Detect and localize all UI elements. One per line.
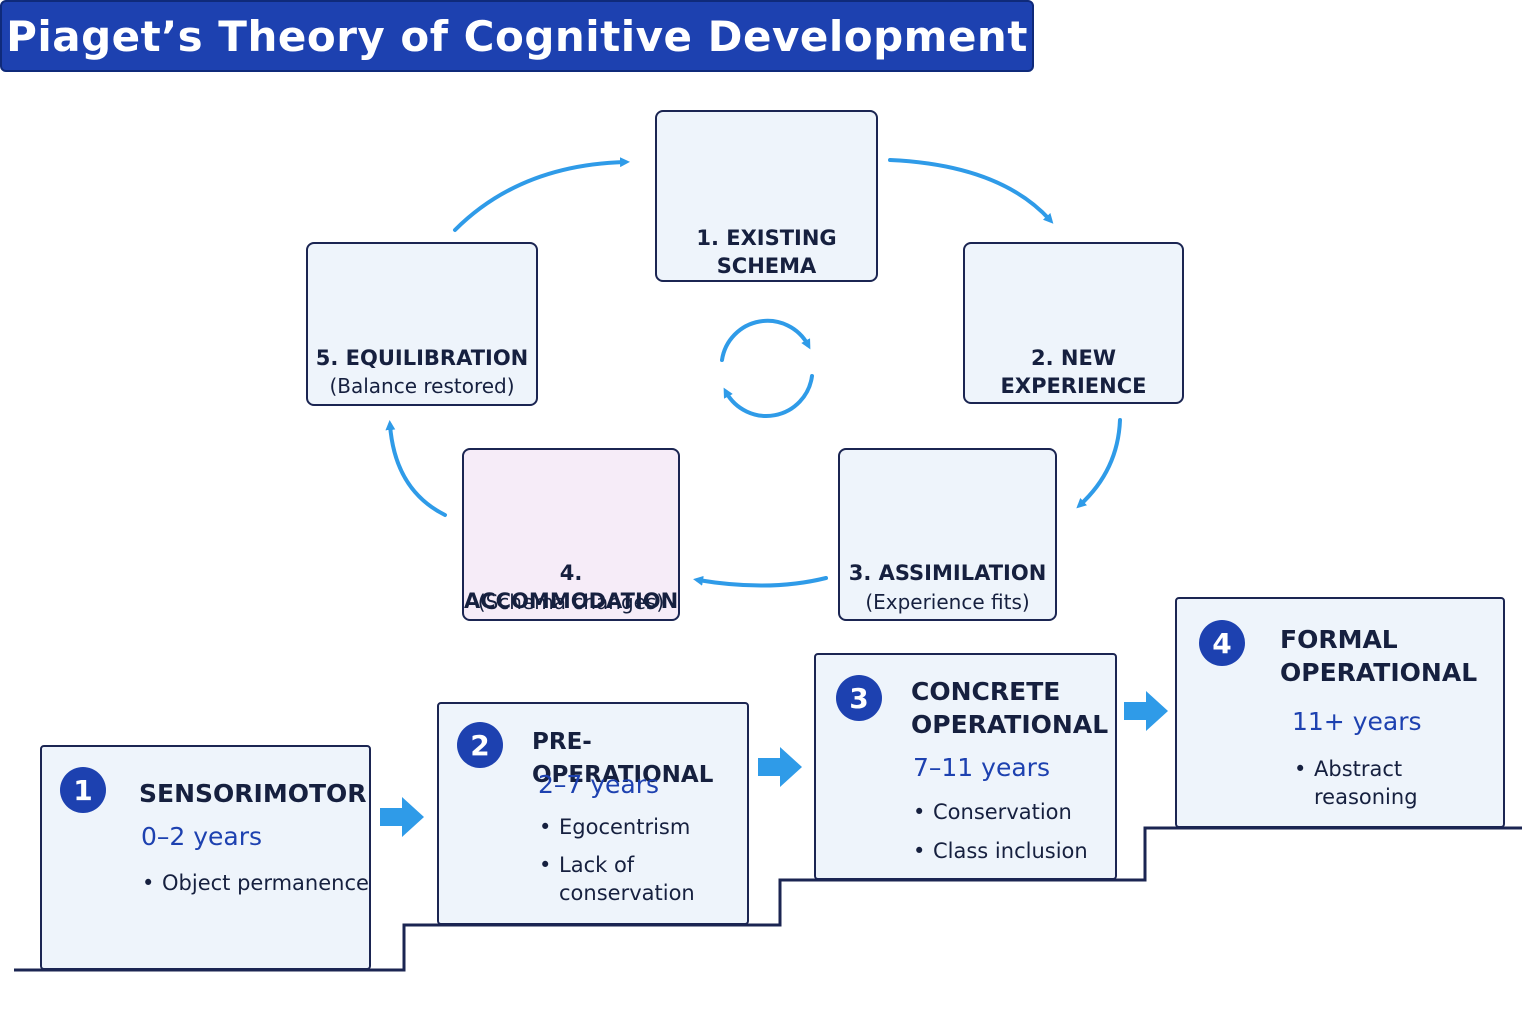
stage-bullet: •Lack of conservation	[539, 853, 695, 905]
cycle-label: 1. EXISTING	[696, 226, 837, 250]
stage-bullet: •Class inclusion	[913, 839, 1088, 863]
stage-name: PRE-OPERATIONAL	[532, 729, 714, 788]
stage-name: SENSORIMOTOR	[139, 779, 367, 808]
stage-number-badge: 3	[836, 675, 882, 721]
stage-number-badge: 4	[1199, 620, 1245, 666]
cycle-label: 3. ASSIMILATION	[848, 561, 1047, 585]
cycle-label: 4. ACCOMMODATION	[464, 561, 679, 613]
stage-age: 11+ years	[1292, 707, 1422, 736]
stage-name: CONCRETE	[911, 677, 1061, 706]
stage-number-badge: 2	[457, 722, 503, 768]
staircase-line	[14, 826, 1522, 972]
cycle-box-assimilation: 3. ASSIMILATION (Experience fits)	[838, 448, 1057, 621]
stage-name: FORMAL	[1280, 625, 1398, 654]
stage-bullet: •Egocentrism	[539, 815, 691, 839]
stage-card-pre-operational: 2 PRE-OPERATIONAL 2–7 years •Egocentrism…	[437, 702, 749, 925]
arrow-stage-3-to-4	[1124, 691, 1168, 731]
stage-name: OPERATIONAL	[1280, 658, 1478, 687]
cycle-label: 5. EQUILIBRATION	[315, 346, 529, 370]
stage-arrows	[380, 691, 1168, 837]
arrow-assimilation-to-accommodation	[693, 575, 828, 588]
arrow-experience-to-assimilation	[1076, 418, 1122, 509]
stage-number-badge: 1	[60, 767, 106, 813]
stage-age: 0–2 years	[141, 822, 263, 851]
page-title: Piaget’s Theory of Cognitive Development	[6, 11, 1028, 61]
stage-card-sensorimotor: 1 SENSORIMOTOR 0–2 years •Object permane…	[40, 745, 371, 970]
stage-card-concrete-operational: 3 CONCRETE OPERATIONAL 7–11 years •Conse…	[814, 653, 1117, 880]
stage-name: OPERATIONAL	[911, 710, 1109, 739]
arrow-accommodation-to-equilibration	[385, 420, 447, 517]
cycle-label: 2. NEW	[1031, 346, 1116, 370]
stage-bullet: •Conservation	[913, 800, 1072, 824]
cycle-sublabel: (Schema changes)	[477, 590, 665, 614]
cycle-refresh-icon	[720, 318, 814, 418]
stage-age: 7–11 years	[913, 753, 1050, 782]
cycle-sublabel: (Experience fits)	[865, 590, 1030, 614]
arrow-stage-2-to-3	[758, 747, 802, 787]
cycle-box-equilibration: 5. EQUILIBRATION (Balance restored)	[306, 242, 538, 406]
cycle-label: EXPERIENCE	[1000, 374, 1147, 398]
stage-age: 2–7 years	[538, 770, 660, 799]
arrow-equilibration-to-schema	[453, 157, 630, 232]
title-banner: Piaget’s Theory of Cognitive Development	[0, 0, 1034, 72]
arrow-stage-1-to-2	[380, 797, 424, 837]
cycle-arrows	[385, 157, 1122, 588]
stage-bullet: •Object permanence	[142, 871, 369, 895]
arrow-schema-to-experience	[888, 158, 1054, 224]
cycle-box-existing-schema: 1. EXISTING SCHEMA	[655, 110, 878, 282]
stage-card-formal-operational: 4 FORMAL OPERATIONAL 11+ years •Abstract…	[1175, 597, 1505, 828]
cycle-box-accommodation: 4. ACCOMMODATION (Schema changes)	[462, 448, 680, 621]
stage-bullet: •Abstract reasoning	[1294, 757, 1418, 809]
cycle-box-new-experience: 2. NEW EXPERIENCE	[963, 242, 1184, 404]
cycle-label: SCHEMA	[716, 254, 817, 278]
cycle-sublabel: (Balance restored)	[329, 374, 515, 398]
